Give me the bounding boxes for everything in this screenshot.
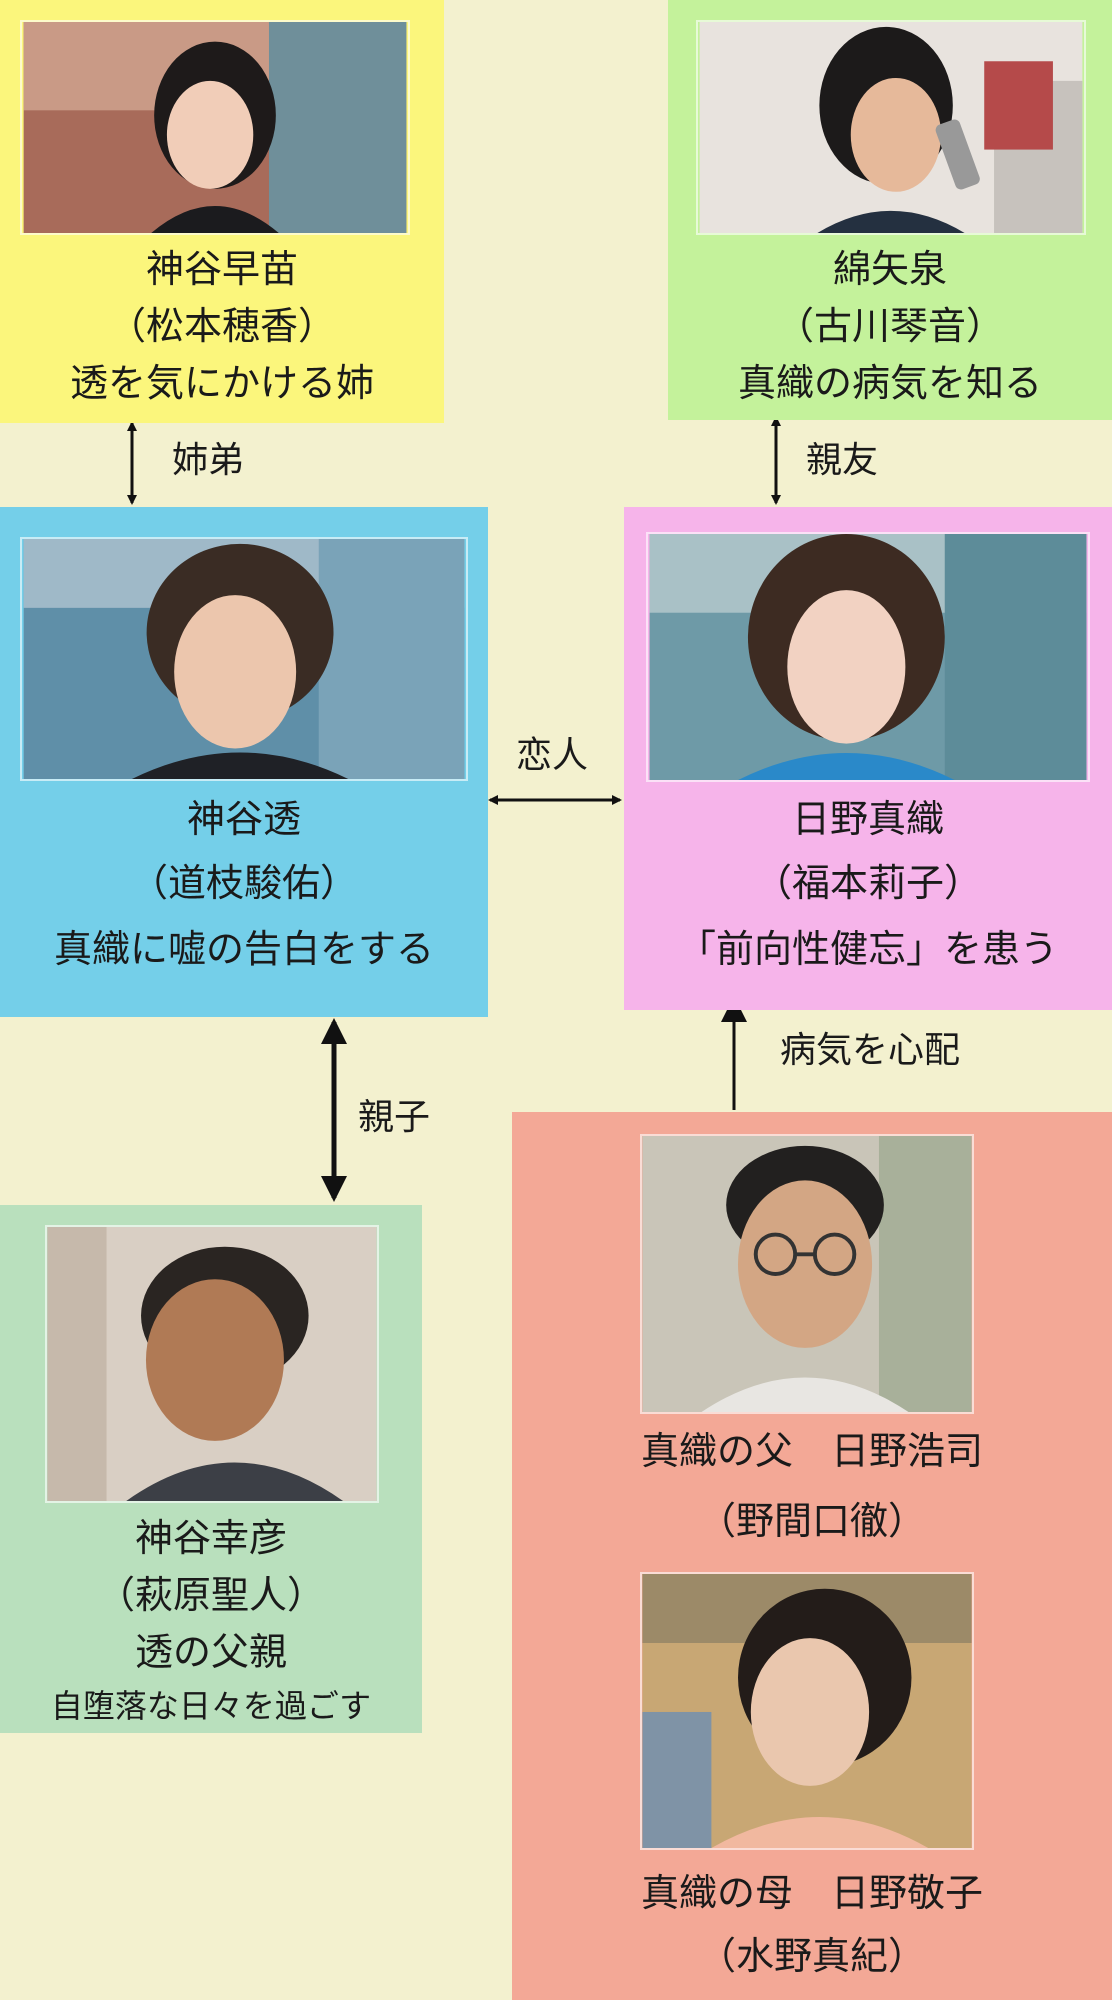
portrait-short-hair-woman-icon	[23, 22, 407, 233]
portrait-man-glasses-icon	[642, 1136, 972, 1412]
character-card-toru: 神谷透 （道枝駿佑） 真織に嘘の告白をする	[0, 507, 488, 1017]
sanae-name: 神谷早苗	[145, 247, 298, 291]
toru-photo	[20, 537, 468, 781]
character-card-maori-parents: 真織の父 日野浩司 （野間口徹） 真織の母 日野敬子 （水野真紀）	[512, 1112, 1112, 2000]
toru-actor: （道枝駿佑）	[129, 861, 358, 905]
parent-child-label: 親子	[358, 1097, 431, 1138]
mother-photo	[640, 1572, 974, 1850]
toru-description: 真織に嘘の告白をする	[53, 927, 434, 971]
izumi-photo	[696, 20, 1086, 235]
maori-photo	[646, 532, 1090, 782]
worry-label: 病気を心配	[780, 1030, 961, 1071]
character-card-maori: 日野真織 （福本莉子） 「前向性健忘」を患う	[624, 507, 1112, 1010]
character-card-izumi: 綿矢泉 （古川琴音） 真織の病気を知る	[668, 0, 1112, 420]
character-card-sanae: 神谷早苗 （松本穂香） 透を気にかける姉	[0, 0, 444, 423]
izumi-actor: （古川琴音）	[775, 304, 1004, 348]
izumi-description: 真織の病気を知る	[737, 361, 1042, 405]
father-photo	[640, 1134, 974, 1414]
portrait-young-man-icon	[23, 539, 465, 779]
portrait-woman-short-hair-icon	[642, 1574, 972, 1848]
siblings-label: 姉弟	[172, 440, 245, 481]
yukihiko-description-2: 自堕落な日々を過ごす	[50, 1687, 372, 1725]
mother-actor: （水野真紀）	[697, 1934, 926, 1978]
toru-name: 神谷透	[186, 797, 301, 841]
character-card-yukihiko: 神谷幸彦 （萩原聖人） 透の父親 自堕落な日々を過ごす	[0, 1205, 422, 1733]
yukihiko-photo	[45, 1225, 379, 1503]
sanae-description: 透を気にかける姉	[69, 361, 374, 405]
sanae-actor: （松本穂香）	[107, 304, 336, 348]
yukihiko-name: 神谷幸彦	[134, 1516, 287, 1560]
maori-description: 「前向性健忘」を患う	[677, 927, 1058, 971]
maori-actor: （福本莉子）	[753, 861, 982, 905]
portrait-bob-hair-girl-icon	[649, 534, 1087, 780]
sanae-photo	[20, 20, 410, 235]
portrait-middle-aged-man-icon	[47, 1227, 377, 1501]
yukihiko-actor: （萩原聖人）	[96, 1573, 325, 1617]
portrait-girl-phone-icon	[699, 22, 1083, 233]
yukihiko-description: 透の父親	[134, 1630, 287, 1674]
best-friend-label: 親友	[806, 440, 879, 481]
father-name: 真織の父 日野浩司	[640, 1429, 983, 1473]
lovers-label: 恋人	[516, 735, 589, 776]
father-actor: （野間口徹）	[697, 1499, 926, 1543]
maori-name: 日野真織	[791, 797, 944, 841]
mother-name: 真織の母 日野敬子	[640, 1871, 983, 1915]
izumi-name: 綿矢泉	[832, 247, 947, 291]
